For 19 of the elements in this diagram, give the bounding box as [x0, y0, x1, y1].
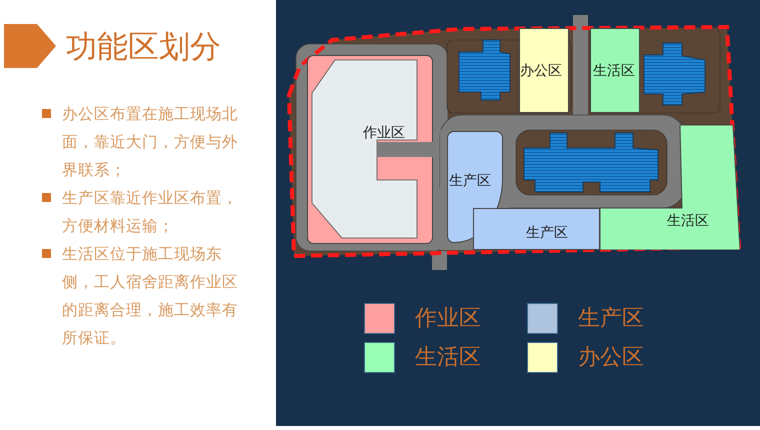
legend-label: 生活区 [415, 345, 481, 371]
legend-label: 生产区 [578, 306, 644, 332]
zone-area [600, 125, 740, 250]
bullet-text: 办公区布置在施工现场北面，靠近大门，方便与外界联系； [62, 104, 239, 181]
bullet-text: 生产区靠近作业区布置，方便材料运输； [62, 188, 239, 237]
title: 功能区划分 [66, 28, 221, 66]
zone-area [473, 208, 600, 250]
zone-label: 生活区 [667, 213, 709, 229]
zone-label: 生活区 [593, 63, 635, 79]
legend-label: 办公区 [578, 345, 644, 371]
legend-label: 作业区 [415, 306, 481, 332]
zone-area [307, 55, 433, 244]
zone-area [519, 28, 569, 113]
zone-label: 作业区 [363, 125, 405, 141]
bullet-text: 生活区位于施工现场东侧，工人宿舍距离作业区的距离合理，施工效率有所保证。 [62, 244, 239, 349]
zone-label: 生产区 [526, 225, 568, 241]
zone-label: 办公区 [520, 63, 562, 79]
zone-area [590, 28, 640, 113]
zone-label: 生产区 [449, 173, 491, 189]
